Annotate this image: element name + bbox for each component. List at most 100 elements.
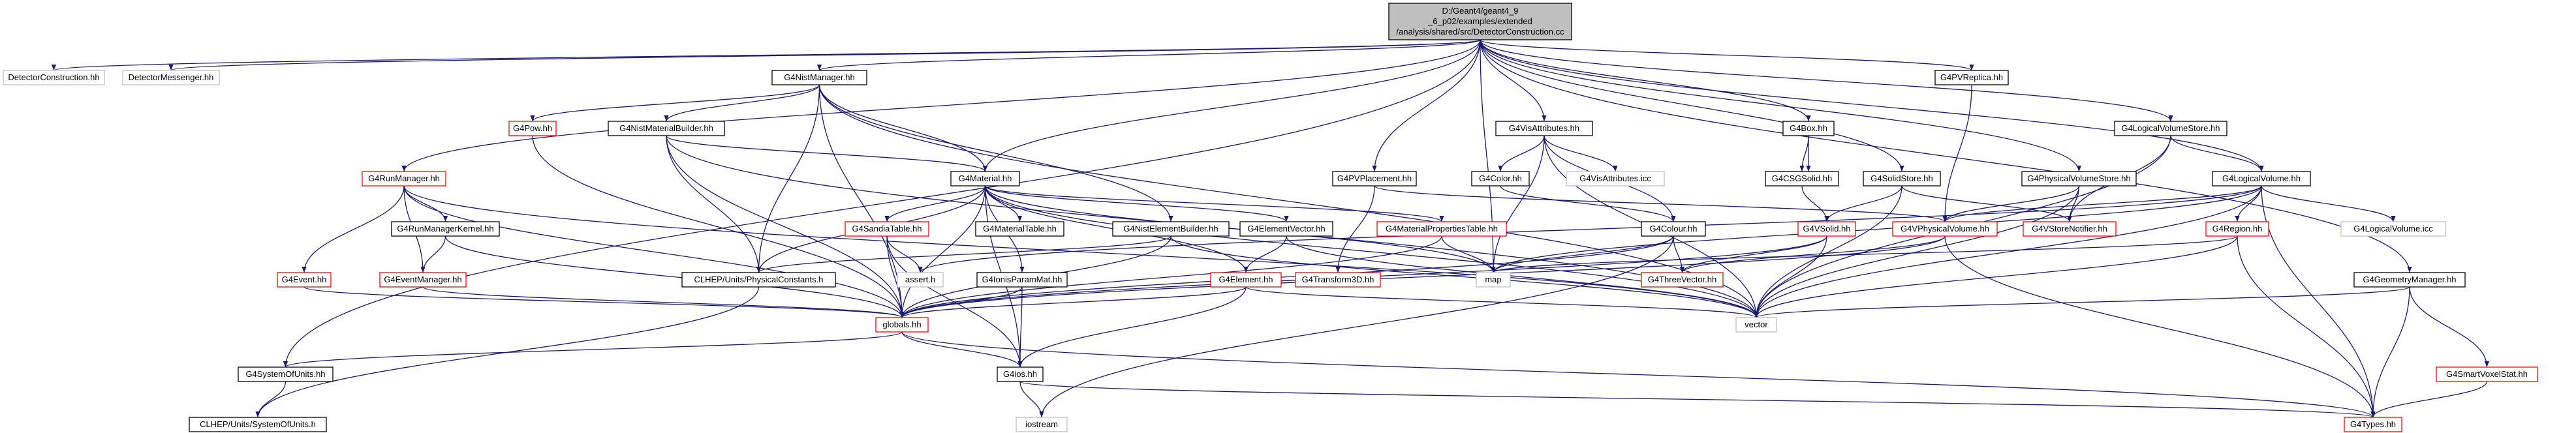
edge-g4-nist-material-builder-to-g4-material — [666, 135, 987, 172]
node-g4-material[interactable]: G4Material.hh — [950, 171, 1020, 187]
node-box — [2023, 221, 2117, 237]
node-g4-nist-element-builder[interactable]: G4NistElementBuilder.hh — [1112, 221, 1230, 237]
node-detector-construction: DetectorConstruction.hh — [3, 70, 105, 85]
node-g4-vsolid[interactable]: G4VSolid.hh — [1797, 221, 1856, 237]
edge-g4-run-manager-to-g4-event — [302, 185, 405, 273]
node-g4-smart-voxel-stat[interactable]: G4SmartVoxelStat.hh — [2436, 366, 2538, 382]
edge-g4-logical-volume-to-map — [1491, 185, 2262, 273]
node-label: CLHEP/Units/SystemOfUnits.h — [200, 419, 316, 429]
node-g4-types[interactable]: G4Types.hh — [2344, 417, 2402, 432]
node-iostream: iostream — [1016, 417, 1068, 432]
node-box — [2021, 171, 2137, 187]
node-g4-material-properties-table[interactable]: G4MaterialPropertiesTable.hh — [1376, 221, 1507, 237]
edge-root-to-g4-physical-volume-store — [1480, 39, 2082, 172]
node-g4-region[interactable]: G4Region.hh — [2205, 221, 2269, 237]
node-g4-material-table[interactable]: G4MaterialTable.hh — [975, 221, 1064, 237]
node-g4-three-vector[interactable]: G4ThreeVector.hh — [1641, 272, 1724, 288]
node-g4-logical-volume-store[interactable]: G4LogicalVolumeStore.hh — [2114, 121, 2227, 136]
node-box — [379, 272, 467, 288]
node-globals[interactable]: globals.hh — [875, 317, 929, 333]
edge-root-to-g4-pvreplica — [1480, 39, 1974, 71]
node-g4-event[interactable]: G4Event.hh — [277, 272, 332, 288]
node-label: G4PVReplica.hh — [1940, 72, 2003, 82]
node-g4-event-manager[interactable]: G4EventManager.hh — [379, 272, 467, 288]
node-box — [2205, 221, 2269, 237]
node-g4-run-manager[interactable]: G4RunManager.hh — [362, 171, 446, 187]
node-g4-vstore-notifier[interactable]: G4VStoreNotifier.hh — [2023, 221, 2117, 237]
node-box — [897, 272, 944, 288]
node-label: G4EventManager.hh — [384, 275, 461, 284]
edge-g4-geometry-manager-to-vector — [1754, 286, 2410, 318]
node-box — [2114, 121, 2227, 136]
node-label: G4VisAttributes.icc — [1579, 173, 1651, 183]
node-root: D:/Geant4/geant4_9_6_p02/examples/extend… — [1388, 3, 1572, 40]
node-label: G4Event.hh — [282, 275, 327, 284]
edge-g4-logical-volume-to-g4-vphysical-volume — [1942, 185, 2262, 222]
edge-g4-pow-to-globals — [532, 135, 905, 318]
node-g4-geometry-manager[interactable]: G4GeometryManager.hh — [2353, 272, 2466, 288]
edge-clhepphysical-constants-to-clhepsystem-of-units — [255, 286, 760, 418]
node-g4-element[interactable]: G4Element.hh — [1210, 272, 1282, 288]
node-label: G4Transform3D.hh — [1302, 275, 1374, 284]
edge-g4-event-manager-to-globals — [422, 286, 905, 318]
node-box — [1471, 171, 1530, 187]
node-g4-logical-volume[interactable]: G4LogicalVolume.hh — [2212, 171, 2311, 187]
edge-g4ios-to-g4-types — [1019, 381, 2375, 418]
node-box — [362, 171, 446, 187]
edge-g4-box-to-g4-csgsolid — [1799, 135, 1809, 172]
node-g4-sandia-table[interactable]: G4SandiaTable.hh — [845, 221, 929, 237]
edge-g4-logical-volume-to-assert — [918, 185, 2262, 273]
edge-g4-nist-material-builder-to-globals — [666, 135, 905, 318]
node-g4-colour[interactable]: G4Colour.hh — [1641, 221, 1706, 237]
node-g4ios[interactable]: G4ios.hh — [997, 366, 1044, 382]
edge-g4-geometry-manager-to-g4-types — [2370, 286, 2410, 418]
node-g4-ionis-param-mat[interactable]: G4IonisParamMat.hh — [976, 272, 1068, 288]
edge-g4-material-to-g4-material-properties-table — [984, 185, 1444, 222]
node-g4-physical-volume-store[interactable]: G4PhysicalVolumeStore.hh — [2021, 171, 2137, 187]
node-g4-element-vector[interactable]: G4ElementVector.hh — [1239, 221, 1333, 237]
node-g4-pvreplica[interactable]: G4PVReplica.hh — [1934, 70, 2009, 85]
edge-root-to-detector-messenger — [169, 39, 1481, 71]
node-detector-messenger: DetectorMessenger.hh — [122, 70, 220, 85]
node-g4-pvplacement[interactable]: G4PVPlacement.hh — [1332, 171, 1417, 187]
edge-g4-nist-manager-to-g4-material — [818, 84, 988, 172]
edge-globals-to-g4-system-of-units — [283, 331, 903, 368]
edge-g4-vis-attributes-to-g4-vis-attributes-icc — [1544, 135, 1618, 172]
node-g4-csgsolid[interactable]: G4CSGSolid.hh — [1765, 171, 1839, 187]
edge-globals-to-g4-types — [901, 331, 2376, 418]
node-clhepsystem-of-units[interactable]: CLHEP/Units/SystemOfUnits.h — [189, 417, 327, 432]
node-g4-pow[interactable]: G4Pow.hh — [508, 121, 557, 136]
edge-g4-solid-store-to-vector — [1754, 185, 1902, 318]
node-box — [1495, 121, 1593, 136]
node-box — [508, 121, 557, 136]
node-box — [845, 221, 929, 237]
node-label: G4Pow.hh — [513, 123, 552, 133]
node-g4-transform3-d[interactable]: G4Transform3D.hh — [1295, 272, 1381, 288]
node-g4-nist-material-builder[interactable]: G4NistMaterialBuilder.hh — [608, 121, 725, 136]
edge-g4-colour-to-map — [1491, 235, 1674, 273]
node-g4-solid-store[interactable]: G4SolidStore.hh — [1863, 171, 1941, 187]
edge-g4-element-vector-to-vector — [1286, 235, 1759, 318]
node-g4-vphysical-volume[interactable]: G4VPhysicalVolume.hh — [1892, 221, 1998, 237]
node-g4-vis-attributes[interactable]: G4VisAttributes.hh — [1495, 121, 1593, 136]
edge-root-to-g4-run-manager — [401, 39, 1481, 172]
node-clhepphysical-constants[interactable]: CLHEP/Units/PhysicalConstants.h — [681, 272, 836, 288]
node-label: G4NistMaterialBuilder.hh — [619, 123, 713, 133]
node-g4-nist-manager[interactable]: G4NistManager.hh — [771, 70, 867, 85]
edge-root-to-g4-material — [982, 39, 1481, 172]
node-g4-run-manager-kernel[interactable]: G4RunManagerKernel.hh — [391, 221, 500, 237]
node-label: /analysis/shared/src/DetectorConstructio… — [1396, 27, 1564, 37]
node-g4-box[interactable]: G4Box.hh — [1782, 121, 1835, 136]
node-label: G4Colour.hh — [1650, 224, 1698, 233]
node-box — [1210, 272, 1282, 288]
node-g4-system-of-units[interactable]: G4SystemOfUnits.hh — [238, 366, 334, 382]
node-label: D:/Geant4/geant4_9 — [1442, 6, 1518, 16]
node-label: G4NistElementBuilder.hh — [1123, 224, 1218, 233]
edge-g4-region-to-map — [1491, 235, 2238, 273]
node-box — [1016, 417, 1068, 432]
edge-g4-run-manager-kernel-to-g4-event-manager — [420, 235, 446, 273]
edge-root-to-g4-system-of-units — [283, 39, 1481, 368]
node-label: G4SolidStore.hh — [1870, 173, 1932, 183]
node-g4-color[interactable]: G4Color.hh — [1471, 171, 1530, 187]
edge-g4-vphysical-volume-to-g4-three-vector — [1680, 235, 1946, 273]
